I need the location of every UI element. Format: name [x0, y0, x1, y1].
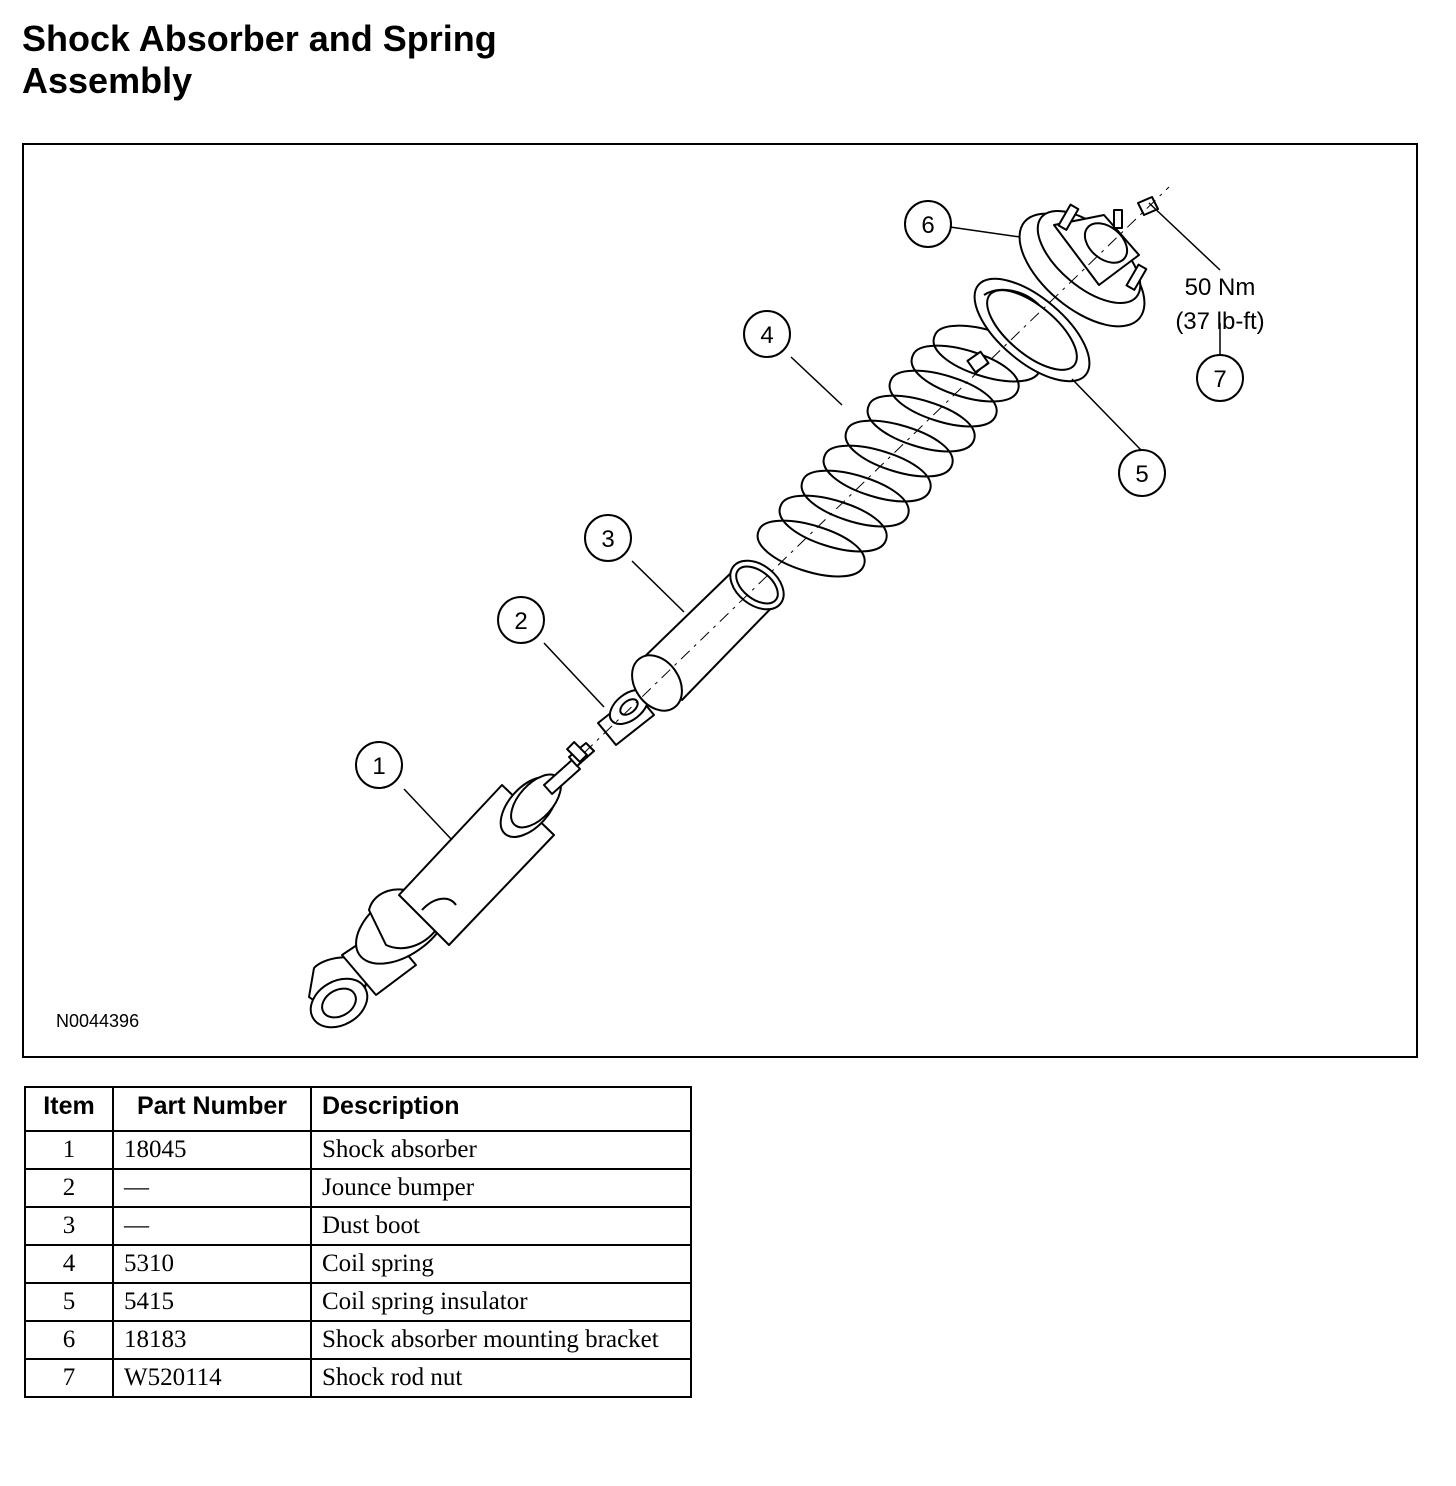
callout-label-7: 7 [1213, 366, 1226, 393]
cell-description: Shock rod nut [310, 1358, 692, 1398]
cell-description: Jounce bumper [310, 1168, 692, 1208]
callout-label-5: 5 [1135, 461, 1148, 488]
callout-circle-6 [904, 200, 952, 248]
table-row: 5 5415 Coil spring insulator [24, 1282, 692, 1322]
header-part-number: Part Number [112, 1086, 312, 1132]
exploded-view-diagram: 1 2 3 4 5 6 7 50 Nm (37 lb-ft) [308, 186, 1265, 1029]
title-line-1: Shock Absorber and Spring [22, 18, 497, 59]
cell-part-number: 5415 [112, 1282, 312, 1322]
jounce-bumper-drawing [597, 689, 655, 746]
table-row: 2 — Jounce bumper [24, 1168, 692, 1208]
torque-imperial: (37 lb-ft) [1175, 308, 1264, 335]
table-row: 1 18045 Shock absorber [24, 1130, 692, 1170]
diagram-frame: 1 2 3 4 5 6 7 50 Nm (37 lb-ft) N0044396 [22, 143, 1418, 1058]
table-header-row: Item Part Number Description [24, 1086, 692, 1132]
cell-part-number: 18183 [112, 1320, 312, 1360]
torque-metric: 50 Nm [1185, 274, 1256, 301]
mounting-bracket-drawing [1018, 203, 1148, 328]
cell-description: Shock absorber [310, 1130, 692, 1170]
cell-item: 5 [24, 1282, 114, 1322]
parts-table: Item Part Number Description 1 18045 Sho… [24, 1086, 692, 1398]
cell-description: Coil spring [310, 1244, 692, 1284]
callout-label-4: 4 [760, 322, 773, 349]
cell-item: 7 [24, 1358, 114, 1398]
cell-part-number: 5310 [112, 1244, 312, 1284]
table-row: 6 18183 Shock absorber mounting bracket [24, 1320, 692, 1360]
assembly-centerline [583, 186, 1170, 754]
leader-lines [403, 202, 1221, 841]
cell-part-number: — [112, 1206, 312, 1246]
table-row: 7 W520114 Shock rod nut [24, 1358, 692, 1398]
cell-item: 1 [24, 1130, 114, 1170]
callout-circle-3 [584, 514, 632, 562]
callout-circle-4 [743, 310, 791, 358]
table-row: 3 — Dust boot [24, 1206, 692, 1246]
cell-part-number: 18045 [112, 1130, 312, 1170]
cell-item: 4 [24, 1244, 114, 1284]
figure-id: N0044396 [56, 1011, 140, 1031]
cell-part-number: — [112, 1168, 312, 1208]
cell-item: 2 [24, 1168, 114, 1208]
callout-label-1: 1 [372, 753, 385, 780]
header-item: Item [24, 1086, 114, 1132]
page-title: Shock Absorber and Spring Assembly [22, 18, 497, 102]
cell-description: Dust boot [310, 1206, 692, 1246]
callout-circle-1 [355, 741, 403, 789]
callout-circle-7 [1196, 354, 1244, 402]
callout-circle-2 [497, 596, 545, 644]
callout-label-3: 3 [601, 526, 614, 553]
callout-circle-5 [1118, 449, 1166, 497]
shock-absorber-drawing [308, 741, 595, 1029]
cell-description: Shock absorber mounting bracket [310, 1320, 692, 1360]
callout-label-2: 2 [514, 608, 527, 635]
title-line-2: Assembly [22, 60, 193, 101]
cell-part-number: W520114 [112, 1358, 312, 1398]
header-description: Description [310, 1086, 692, 1132]
table-row: 4 5310 Coil spring [24, 1244, 692, 1284]
shock-rod-nut-drawing [1137, 196, 1159, 216]
cell-description: Coil spring insulator [310, 1282, 692, 1322]
callout-label-6: 6 [921, 212, 934, 239]
coil-spring-drawing [756, 324, 1042, 578]
cell-item: 6 [24, 1320, 114, 1360]
coil-spring-insulator-drawing [966, 277, 1091, 383]
cell-item: 3 [24, 1206, 114, 1246]
